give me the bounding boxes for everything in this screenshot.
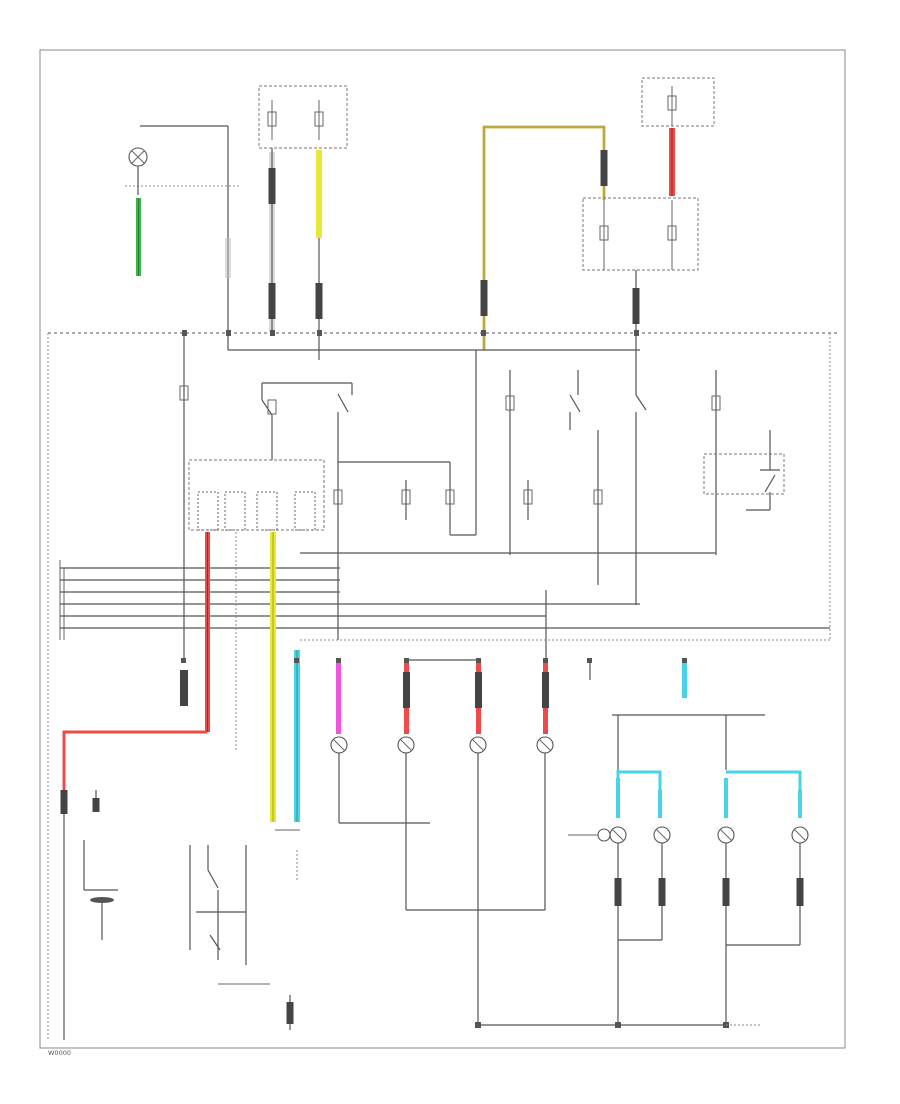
right-lamp-group-2 [717, 715, 809, 1025]
lamp-2 [397, 736, 415, 910]
top-left-component [125, 125, 240, 195]
wire-tan-core [483, 126, 605, 350]
right-junction-module [582, 197, 699, 350]
wire-black-top-marker-2 [268, 283, 276, 319]
wire-red-lower [62, 730, 207, 810]
ground-node-2 [615, 1022, 621, 1028]
lamp-small-right [568, 828, 611, 842]
wire-tan-marker [480, 280, 488, 316]
fuse-left [179, 385, 189, 401]
top-right-fuse [641, 77, 715, 127]
wire-yellow-top [316, 150, 322, 238]
wire-blue-right [682, 662, 687, 698]
bottom-left-module [63, 790, 270, 1040]
right-switch-module [703, 430, 785, 511]
ground-node-1 [475, 1022, 481, 1028]
wire-red-2-marker [403, 672, 410, 708]
lamp-1 [330, 736, 348, 823]
bottom-center-component [275, 829, 300, 1030]
lamp-connector-pins [181, 658, 687, 663]
lamp-3 [469, 736, 487, 1025]
wire-left-feed-marker [225, 238, 231, 278]
wire-tan [482, 125, 606, 350]
signal-bundle [59, 552, 830, 660]
diagram-id: W0000 [48, 1049, 71, 1057]
wire-red-3-marker [475, 672, 482, 708]
diagram-frame [39, 49, 846, 1049]
switch-left [261, 382, 353, 640]
wire-tan-marker-2 [600, 150, 608, 186]
wire-red-lower-marker [60, 790, 68, 814]
lamp-4 [536, 736, 554, 910]
control-module [188, 459, 325, 531]
fuse-box-top-left [258, 85, 348, 149]
right-lamp-group-1 [609, 715, 671, 1025]
wire-black-top-marker [268, 168, 276, 204]
wire-pink [336, 662, 341, 734]
connector-left-mid [180, 670, 188, 706]
bus-connector-pins [182, 330, 639, 336]
wire-yellow-top-marker [315, 283, 323, 319]
wire-red-4-marker [542, 672, 549, 708]
relay-branches [333, 350, 721, 605]
